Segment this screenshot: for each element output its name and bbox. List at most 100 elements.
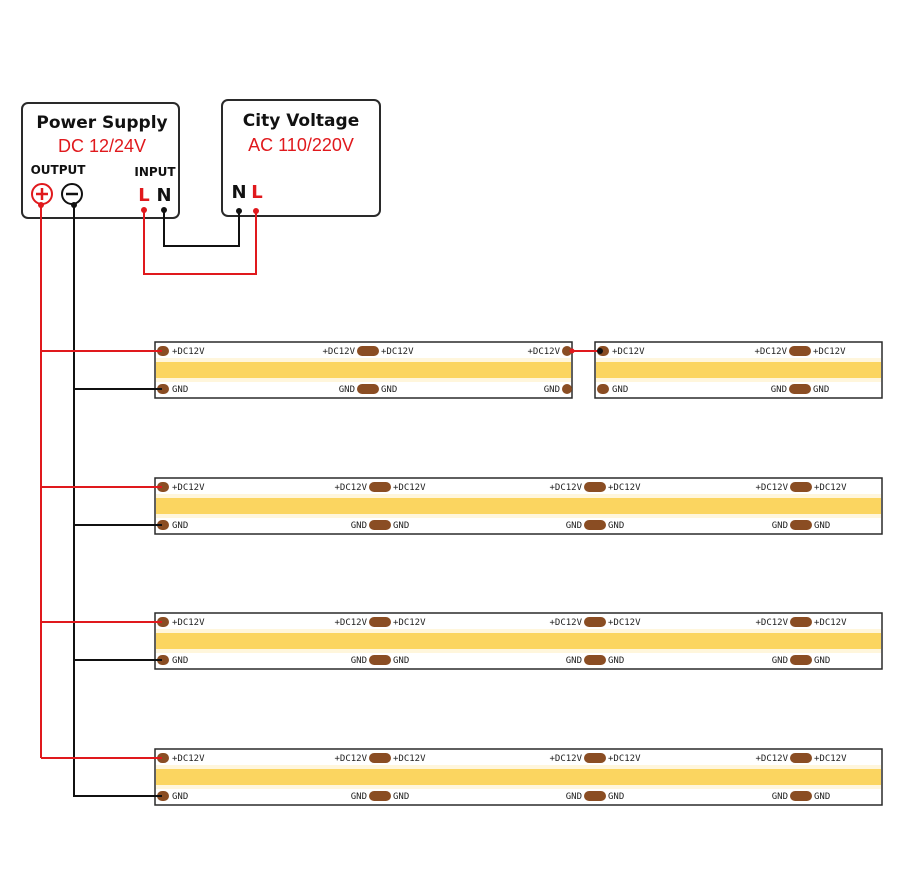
led-band (156, 498, 881, 514)
ground-label: GND (566, 792, 582, 802)
solder-pad (369, 753, 391, 763)
led-band (596, 362, 881, 378)
solder-pad (369, 655, 391, 665)
ground-label: GND (608, 656, 624, 666)
solder-pad (157, 346, 169, 356)
ground-label: GND (351, 656, 367, 666)
negative-terminal-icon (61, 183, 83, 205)
positive-label: +DC12V (813, 347, 846, 357)
solder-pad (584, 617, 606, 627)
led-strip-3: +DC12V GND +DC12V +DC12V GND GND +DC12V +DC12V G… (41, 612, 883, 670)
positive-label: +DC12V (172, 347, 205, 357)
ground-label: GND (544, 385, 560, 395)
positive-label: +DC12V (608, 618, 641, 628)
positive-label: +DC12V (814, 754, 847, 764)
solder-pad (790, 482, 812, 492)
solder-pad (157, 655, 169, 665)
city-voltage-value: AC 110/220V (248, 135, 354, 155)
solder-pad (562, 346, 572, 356)
solder-pad (597, 384, 609, 394)
ground-label: GND (772, 521, 788, 531)
ground-label: GND (608, 792, 624, 802)
solder-pad (790, 520, 812, 530)
led-band (156, 633, 881, 649)
solder-pad (789, 384, 811, 394)
ground-label: GND (814, 521, 830, 531)
positive-label: +DC12V (755, 483, 788, 493)
positive-label: +DC12V (755, 618, 788, 628)
positive-label: +DC12V (393, 754, 426, 764)
solder-pad (369, 617, 391, 627)
ground-label: GND (172, 521, 188, 531)
ground-label: GND (772, 792, 788, 802)
solder-pad (584, 520, 606, 530)
ground-label: GND (339, 385, 355, 395)
solder-pad (790, 655, 812, 665)
solder-pad (790, 753, 812, 763)
positive-terminal-icon (31, 183, 53, 205)
city-voltage-box: City Voltage AC 110/220V N L (221, 99, 381, 217)
solder-pad (584, 482, 606, 492)
ground-label: GND (172, 792, 188, 802)
positive-label: +DC12V (172, 618, 205, 628)
dc-bus-wires (38, 202, 77, 797)
positive-label: +DC12V (172, 483, 205, 493)
solder-pad (369, 791, 391, 801)
positive-label: +DC12V (393, 483, 426, 493)
solder-pad (369, 482, 391, 492)
city-voltage-title: City Voltage (243, 111, 359, 131)
ps-input-n: N (156, 185, 171, 206)
positive-label: +DC12V (608, 754, 641, 764)
ground-label: GND (814, 656, 830, 666)
solder-pad (157, 520, 169, 530)
ground-label: GND (393, 656, 409, 666)
solder-pad (584, 791, 606, 801)
jumper-dot (597, 348, 603, 354)
output-label: OUTPUT (31, 163, 87, 177)
positive-label: +DC12V (549, 483, 582, 493)
solder-pad (157, 384, 169, 394)
ground-label: GND (393, 792, 409, 802)
solder-pad (790, 791, 812, 801)
jumper-dot (569, 348, 575, 354)
input-label: INPUT (134, 165, 176, 179)
solder-pad (157, 482, 169, 492)
positive-label: +DC12V (549, 754, 582, 764)
positive-label: +DC12V (814, 483, 847, 493)
ground-label: GND (351, 792, 367, 802)
solder-pad (584, 655, 606, 665)
led-strip-4: +DC12V GND +DC12V +DC12V GND GND +DC12V +DC12V G… (41, 748, 883, 806)
power-supply-box: Power Supply DC 12/24V OUTPUT INPUT L N (21, 102, 180, 219)
ground-label: GND (771, 385, 787, 395)
solder-pad (584, 753, 606, 763)
ground-label: GND (351, 521, 367, 531)
solder-pad (790, 617, 812, 627)
city-terminal-n: N (231, 182, 246, 203)
solder-pad (789, 346, 811, 356)
power-supply-title: Power Supply (36, 113, 167, 133)
positive-label: +DC12V (322, 347, 355, 357)
power-supply-voltage: DC 12/24V (58, 136, 146, 156)
ground-label: GND (608, 521, 624, 531)
solder-pad (157, 617, 169, 627)
positive-label: +DC12V (754, 347, 787, 357)
positive-label: +DC12V (334, 754, 367, 764)
ground-label: GND (172, 656, 188, 666)
led-strip-2: +DC12V GND +DC12V +DC12V GND GND +DC12V +DC12V G… (41, 477, 883, 535)
ground-label: GND (813, 385, 829, 395)
positive-label: +DC12V (814, 618, 847, 628)
ground-label: GND (772, 656, 788, 666)
ground-label: GND (814, 792, 830, 802)
solder-pad (369, 520, 391, 530)
ac-input-wires (141, 207, 259, 275)
solder-pad (157, 753, 169, 763)
ground-label: GND (612, 385, 628, 395)
ground-label: GND (381, 385, 397, 395)
positive-label: +DC12V (549, 618, 582, 628)
positive-label: +DC12V (608, 483, 641, 493)
positive-label: +DC12V (755, 754, 788, 764)
led-band (156, 362, 571, 378)
